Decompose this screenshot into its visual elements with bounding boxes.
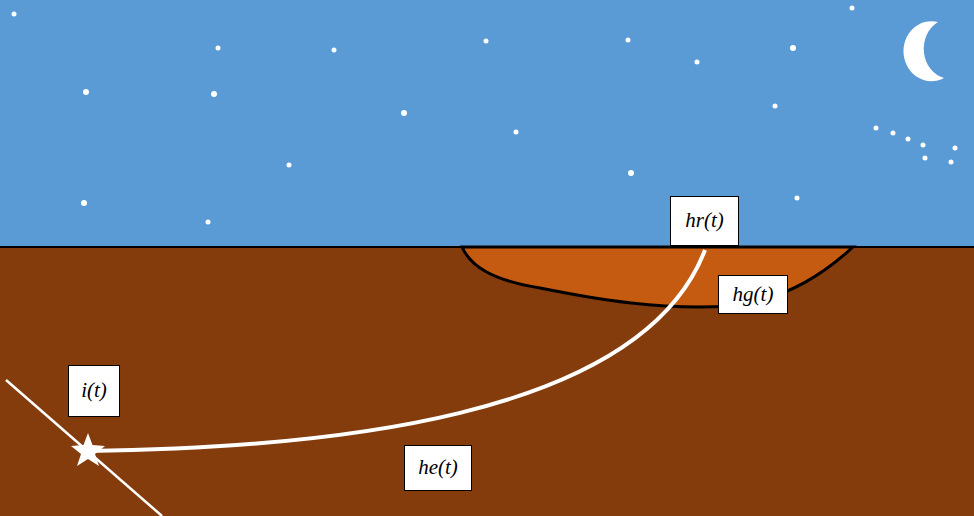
signal-label: i(t) bbox=[81, 379, 107, 402]
hypocenter-star bbox=[71, 433, 105, 466]
sedimentary-basin bbox=[462, 247, 853, 307]
ray-path bbox=[88, 250, 705, 451]
signal-label: hg(t) bbox=[733, 283, 774, 306]
signal-label-box: he(t) bbox=[404, 445, 472, 491]
signal-label-box: i(t) bbox=[68, 365, 120, 417]
signal-label-box: hg(t) bbox=[718, 275, 788, 314]
ground bbox=[0, 247, 974, 516]
signal-label: hr(t) bbox=[685, 209, 724, 232]
signal-label-box: hr(t) bbox=[670, 196, 739, 246]
moon bbox=[903, 21, 944, 81]
stars bbox=[12, 6, 958, 225]
signal-label: he(t) bbox=[418, 456, 458, 479]
ground-surface bbox=[0, 246, 974, 248]
night-sky bbox=[0, 0, 974, 247]
